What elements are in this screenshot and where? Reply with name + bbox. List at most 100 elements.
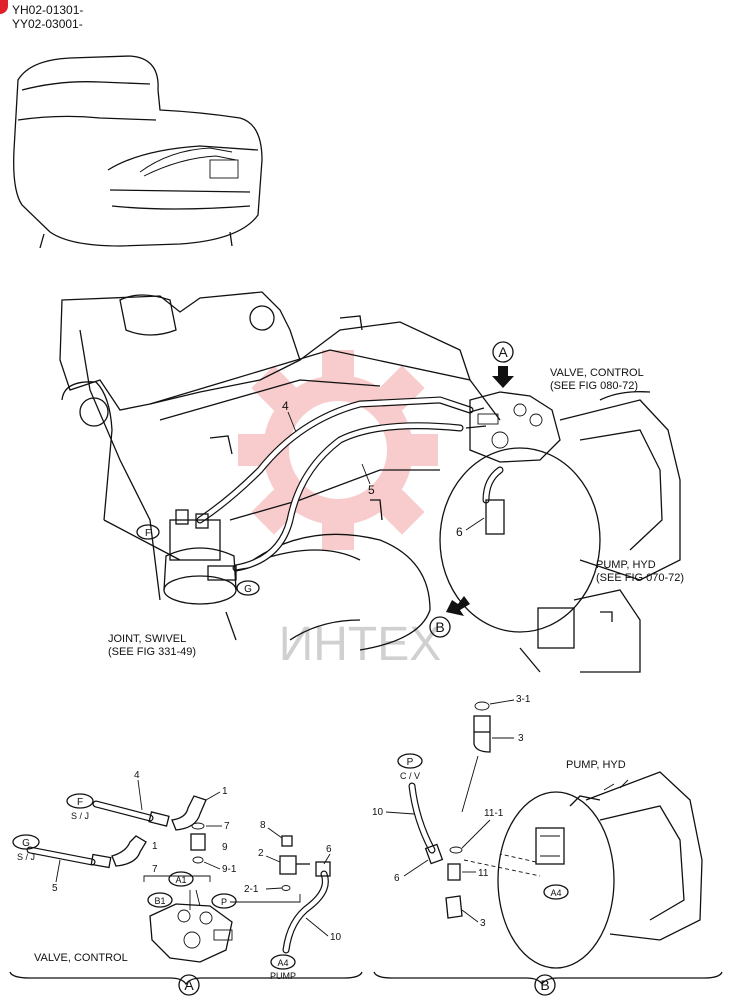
detail-a-bracket-2-1 xyxy=(230,894,301,903)
detail-b-part-3a: 3 xyxy=(518,733,524,744)
detail-b-view-circle xyxy=(534,974,556,996)
detail-a-view-circle xyxy=(178,974,200,996)
valve-control-label: VALVE, CONTROL xyxy=(550,367,644,379)
detail-b-view-label: B xyxy=(540,977,549,993)
callout-a-circle xyxy=(492,341,514,363)
serial-range-1: YH02-01301- xyxy=(12,3,84,17)
detail-b-part-3-1: 3-1 xyxy=(516,694,531,705)
detail-a-port-g-dest: S / J xyxy=(17,852,35,862)
detail-a-port-f-dest: S / J xyxy=(71,811,89,821)
detail-a-bracket-7 xyxy=(143,875,211,882)
callout-a: A xyxy=(498,344,508,360)
watermark-text: ИНТЕХ xyxy=(279,618,442,671)
hose-4-main xyxy=(196,396,474,524)
detail-a-view-label: A xyxy=(184,977,194,993)
arrow-view-a xyxy=(492,366,514,388)
hydraulic-pump-main xyxy=(439,391,681,673)
port-f-label: F xyxy=(145,528,151,539)
serial-range-2: YY02-03001- xyxy=(12,17,83,31)
callout-b-circle xyxy=(429,616,451,638)
detail-b-part-6: 6 xyxy=(394,873,400,884)
leader-4 xyxy=(287,411,297,433)
detail-a-leader-2 xyxy=(265,855,281,863)
detail-a-valve-body xyxy=(149,903,233,963)
callout-b: B xyxy=(435,619,444,635)
detail-a-port-a1: A1 xyxy=(175,875,186,885)
detail-a-port-p: P xyxy=(221,897,227,907)
arrow-view-b xyxy=(446,596,470,616)
detail-a-part-9-1: 9-1 xyxy=(222,864,237,875)
detail-b-leader-11-1 xyxy=(461,819,491,849)
detail-b-assembly-line xyxy=(461,755,479,813)
detail-a-hoses xyxy=(26,800,329,954)
port-f-tag xyxy=(136,524,160,540)
pump-hyd-label: PUMP, HYD xyxy=(596,559,656,571)
detail-a-port-g: G xyxy=(22,838,30,849)
watermark-gear xyxy=(238,350,438,550)
detail-a-part-1b: 1 xyxy=(152,841,158,852)
detail-a-part-2: 2 xyxy=(258,848,264,859)
detail-b-leader-10 xyxy=(385,811,415,815)
detail-b-title: PUMP, HYD xyxy=(566,759,626,771)
detail-b-dashed-line-2 xyxy=(499,853,537,863)
detail-a-part-8: 8 xyxy=(260,820,266,831)
detail-b-part-3b: 3 xyxy=(480,918,486,929)
detail-b-port-a4: A4 xyxy=(550,888,561,898)
detail-a-part-7b: 7 xyxy=(152,864,158,875)
detail-a-port-a4-dest: PUMP xyxy=(270,971,296,981)
part-number-5: 5 xyxy=(368,483,375,497)
detail-a-leader-10 xyxy=(305,917,329,937)
detail-a-part-5: 5 xyxy=(52,883,58,894)
detail-b-brace xyxy=(373,971,723,986)
detail-a-port-p-tag xyxy=(211,893,237,909)
detail-a-part-1a: 1 xyxy=(222,786,228,797)
detail-a-leader-2-1 xyxy=(265,887,283,890)
detail-a-leader-1a xyxy=(205,791,221,801)
detail-a-leader-8 xyxy=(267,827,283,839)
detail-a-leader-9-1 xyxy=(203,861,221,870)
control-valve-main xyxy=(465,391,561,463)
detail-a-port-f-tag xyxy=(66,793,94,809)
hose-5-main xyxy=(232,422,464,572)
detail-b-leader-3-1 xyxy=(489,699,515,705)
part-number-4: 4 xyxy=(282,399,289,413)
detail-a-leader-5 xyxy=(55,859,61,883)
pump-hyd-ref: (SEE FIG 070-72) xyxy=(596,572,684,584)
leader-6 xyxy=(465,517,485,531)
detail-a-part-9: 9 xyxy=(222,842,228,853)
machine-overview-thumbnail xyxy=(13,55,263,249)
port-g-label: G xyxy=(244,584,252,595)
leader-5 xyxy=(361,463,371,485)
detail-b-fittings xyxy=(445,701,491,919)
detail-b-port-a4-tag xyxy=(543,884,569,900)
corner-marker xyxy=(0,0,8,14)
detail-b-leader-6 xyxy=(403,859,429,877)
detail-a-part-6: 6 xyxy=(326,844,332,855)
detail-a-leader-6 xyxy=(323,853,331,865)
detail-b-leader-3b xyxy=(461,909,479,923)
detail-a-leader-4 xyxy=(137,779,143,811)
valve-control-ref: (SEE FIG 080-72) xyxy=(550,380,638,392)
detail-b-part-11-1: 11-1 xyxy=(484,808,504,819)
detail-b-port-p-tag xyxy=(397,753,423,769)
detail-a-brace xyxy=(9,971,363,986)
detail-a-port-b1: B1 xyxy=(154,896,165,906)
detail-a-part-10: 10 xyxy=(330,932,342,943)
detail-a-port-a4-tag xyxy=(270,954,296,970)
detail-b-pump xyxy=(497,771,703,969)
detail-b-hose-10 xyxy=(408,782,444,865)
detail-a-port-a4: A4 xyxy=(277,958,288,968)
detail-b-port-p-dest: C / V xyxy=(400,771,420,781)
detail-a-part-4: 4 xyxy=(134,770,140,781)
detail-a-port-f: F xyxy=(77,797,83,808)
detail-b-dashed-line xyxy=(463,859,541,877)
detail-a-title: VALVE, CONTROL xyxy=(34,952,128,964)
detail-b-port-p: P xyxy=(407,757,414,768)
hose-6-main xyxy=(482,466,505,535)
detail-a-port-a1-tag xyxy=(168,871,194,887)
upper-frame xyxy=(59,291,501,651)
port-g-tag xyxy=(236,580,260,596)
joint-swivel-label: JOINT, SWIVEL xyxy=(108,633,186,645)
detail-a-leaders-ports xyxy=(189,889,201,910)
